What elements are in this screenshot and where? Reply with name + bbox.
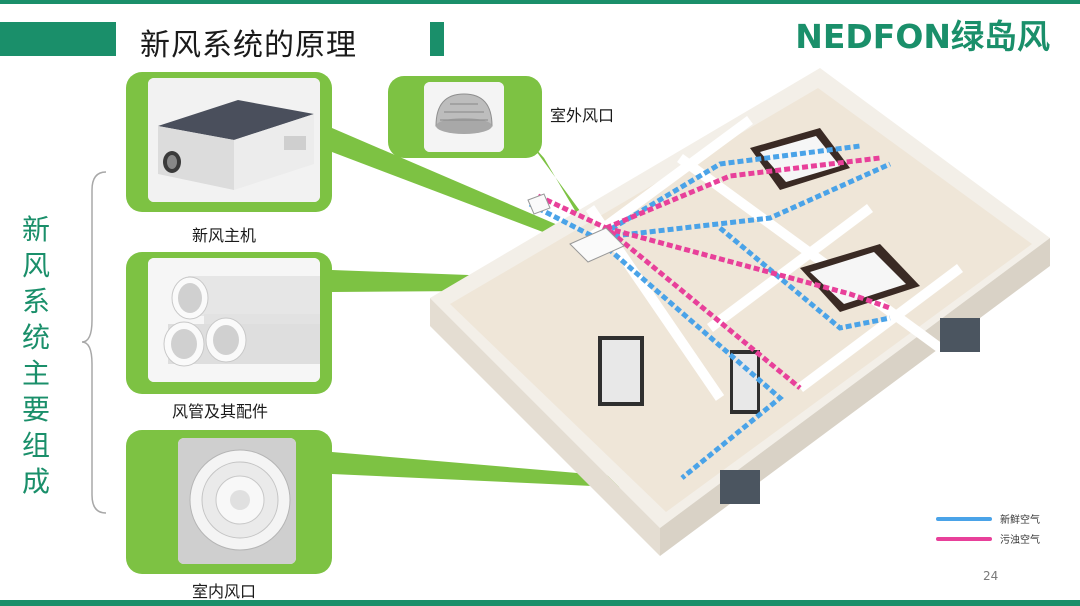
- legend-fresh-swatch: [936, 516, 992, 521]
- outdoor-vent-image: [424, 82, 504, 152]
- outdoor-vent-panel: [388, 76, 542, 158]
- legend-polluted-label: 污浊空气: [1000, 535, 1040, 546]
- vlabel-char: 新: [21, 213, 50, 246]
- vlabel-char: 成: [21, 465, 50, 498]
- vlabel-char: 主: [21, 357, 50, 390]
- indoor-vent-caption: 室内风口: [192, 582, 257, 601]
- bottom-rule: [0, 600, 1080, 606]
- vlabel-char: 要: [21, 393, 50, 426]
- pipes-icon: [148, 258, 320, 382]
- duct-panel: [126, 252, 332, 394]
- page-number: 24: [983, 569, 999, 583]
- legend-polluted-swatch: [936, 536, 992, 541]
- outdoor-vent-caption: 室外风口: [550, 106, 615, 125]
- title-accent-right: [430, 22, 444, 56]
- main-unit-panel: [126, 72, 332, 212]
- diffuser-icon: [178, 438, 296, 564]
- top-rule: [0, 0, 1080, 4]
- legend-fresh-label: 新鲜空气: [1000, 515, 1040, 526]
- duct-caption: 风管及其配件: [172, 402, 269, 421]
- components-vertical-label: 新 风 系 统 主 要 组 成: [16, 212, 56, 500]
- outdoor-hood-icon: [424, 82, 504, 152]
- legend-polluted-air: 污浊空气: [936, 531, 1040, 546]
- slide-title: 新风系统的原理: [140, 28, 357, 63]
- brand-logo: NEDFON绿岛风: [795, 17, 1050, 56]
- vlabel-char: 风: [21, 249, 50, 282]
- vlabel-char: 系: [21, 285, 50, 318]
- main-unit-image: [148, 78, 320, 202]
- curly-brace: [81, 171, 107, 514]
- indoor-vent-panel: [126, 430, 332, 574]
- indoor-vent-image: [178, 438, 296, 564]
- house-cutaway-illustration: [430, 68, 1050, 556]
- main-unit-caption: 新风主机: [192, 226, 257, 245]
- vlabel-char: 统: [21, 321, 50, 354]
- title-accent-left: [0, 22, 116, 56]
- vlabel-char: 组: [21, 429, 50, 462]
- legend-fresh-air: 新鲜空气: [936, 511, 1040, 526]
- duct-image: [148, 258, 320, 382]
- ventilation-unit-icon: [148, 78, 320, 202]
